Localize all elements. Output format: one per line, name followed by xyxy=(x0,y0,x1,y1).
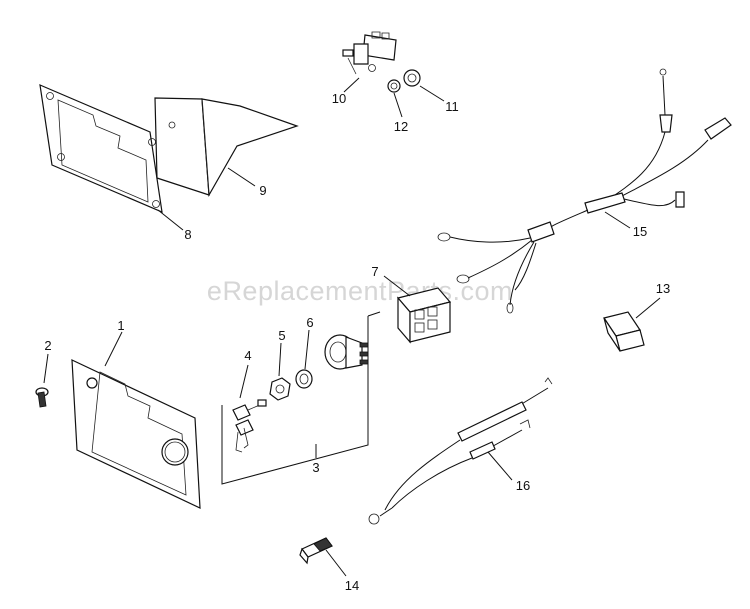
callout-15: 15 xyxy=(633,224,647,239)
callout-7: 7 xyxy=(371,264,378,279)
part-9-bracket xyxy=(154,97,299,198)
callout-10: 10 xyxy=(332,91,346,106)
part-14-sleeve xyxy=(299,537,333,565)
part-10-toggle-switch xyxy=(342,31,397,75)
callout-9: 9 xyxy=(259,183,266,198)
watermark-text: eReplacementParts.com xyxy=(207,276,513,306)
part-15-wire-harness xyxy=(437,68,732,314)
part-4-keys xyxy=(232,399,267,453)
part-2-screw xyxy=(35,387,49,408)
part-11-washer xyxy=(403,69,421,87)
part-3-ignition-switch xyxy=(324,334,369,370)
part-1-panel-plate xyxy=(71,359,201,509)
part-12-nut xyxy=(387,79,401,93)
callout-8: 8 xyxy=(184,227,191,242)
callout-12: 12 xyxy=(394,119,408,134)
callout-2: 2 xyxy=(44,338,51,353)
part-16-wire-harness xyxy=(368,377,553,525)
callout-11: 11 xyxy=(445,99,459,114)
part-13-plug xyxy=(603,311,645,352)
part-5-nut xyxy=(269,377,291,401)
callout-6: 6 xyxy=(306,315,313,330)
part-6-washer xyxy=(295,369,313,389)
callout-16: 16 xyxy=(516,478,530,493)
callout-5: 5 xyxy=(278,328,285,343)
callout-14: 14 xyxy=(345,578,359,593)
part-3-assembly-outline xyxy=(221,311,381,485)
callout-3: 3 xyxy=(312,460,319,475)
callout-4: 4 xyxy=(244,348,251,363)
callout-1: 1 xyxy=(117,318,124,333)
part-8-gasket-plate xyxy=(39,84,163,213)
part-7-connector xyxy=(396,287,452,344)
callout-13: 13 xyxy=(656,281,670,296)
